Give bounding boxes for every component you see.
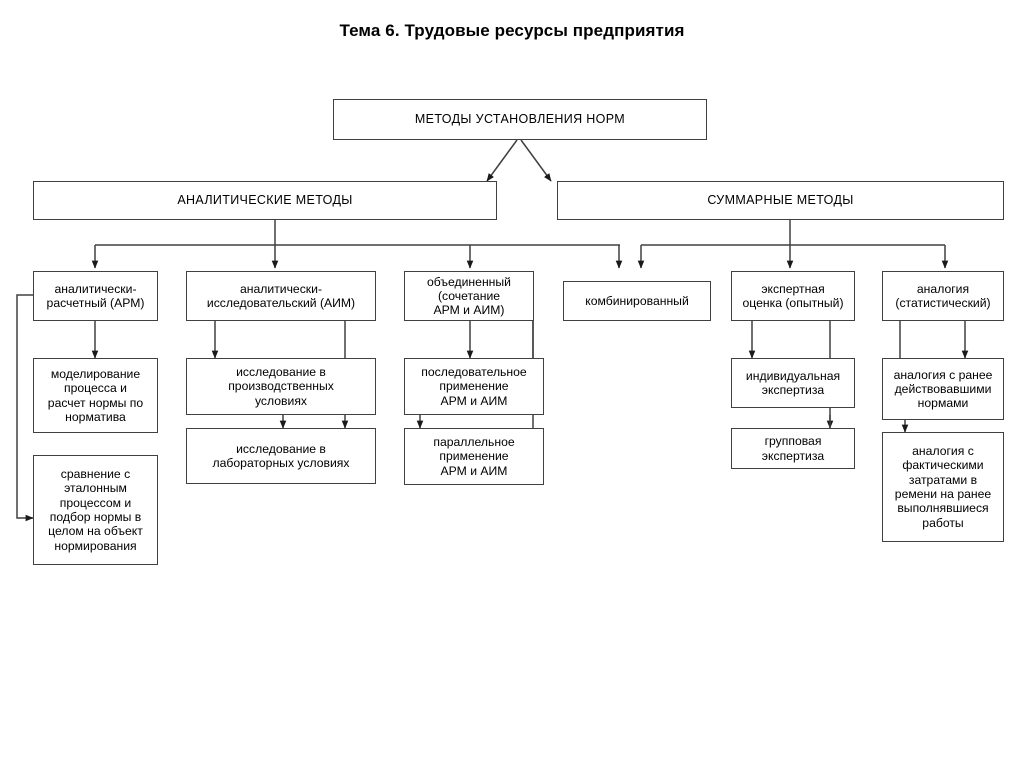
node-summary-methods[interactable]: СУММАРНЫЕ МЕТОДЫ (557, 181, 1004, 220)
node-modeling[interactable]: моделирование процесса и расчет нормы по… (33, 358, 158, 433)
node-research-laboratory[interactable]: исследование в лабораторных условиях (186, 428, 376, 484)
node-comparison-reference-process[interactable]: сравнение с эталонным процессом и подбор… (33, 455, 158, 565)
node-sequential-application[interactable]: последовательное применение АРМ и АИМ (404, 358, 544, 415)
node-group-expertise[interactable]: групповая экспертиза (731, 428, 855, 469)
node-root[interactable]: МЕТОДЫ УСТАНОВЛЕНИЯ НОРМ (333, 99, 707, 140)
node-parallel-application[interactable]: параллельное применение АРМ и АИМ (404, 428, 544, 485)
node-analogy-actual-costs[interactable]: аналогия с фактическими затратами в реме… (882, 432, 1004, 542)
node-combined-arm-aim[interactable]: объединенный (сочетание АРМ и АИМ) (404, 271, 534, 321)
node-aim[interactable]: аналитически- исследовательский (АИМ) (186, 271, 376, 321)
node-expert-evaluation[interactable]: экспертная оценка (опытный) (731, 271, 855, 321)
node-combined[interactable]: комбинированный (563, 281, 711, 321)
page-title: Тема 6. Трудовые ресурсы предприятия (339, 21, 685, 40)
node-analogy[interactable]: аналогия (статистический) (882, 271, 1004, 321)
node-individual-expertise[interactable]: индивидуальная экспертиза (731, 358, 855, 408)
node-arm[interactable]: аналитически- расчетный (АРМ) (33, 271, 158, 321)
node-research-production[interactable]: исследование в производственных условиях (186, 358, 376, 415)
node-analytical-methods[interactable]: АНАЛИТИЧЕСКИЕ МЕТОДЫ (33, 181, 497, 220)
node-analogy-previous-norms[interactable]: аналогия с ранее действовавшими нормами (882, 358, 1004, 420)
